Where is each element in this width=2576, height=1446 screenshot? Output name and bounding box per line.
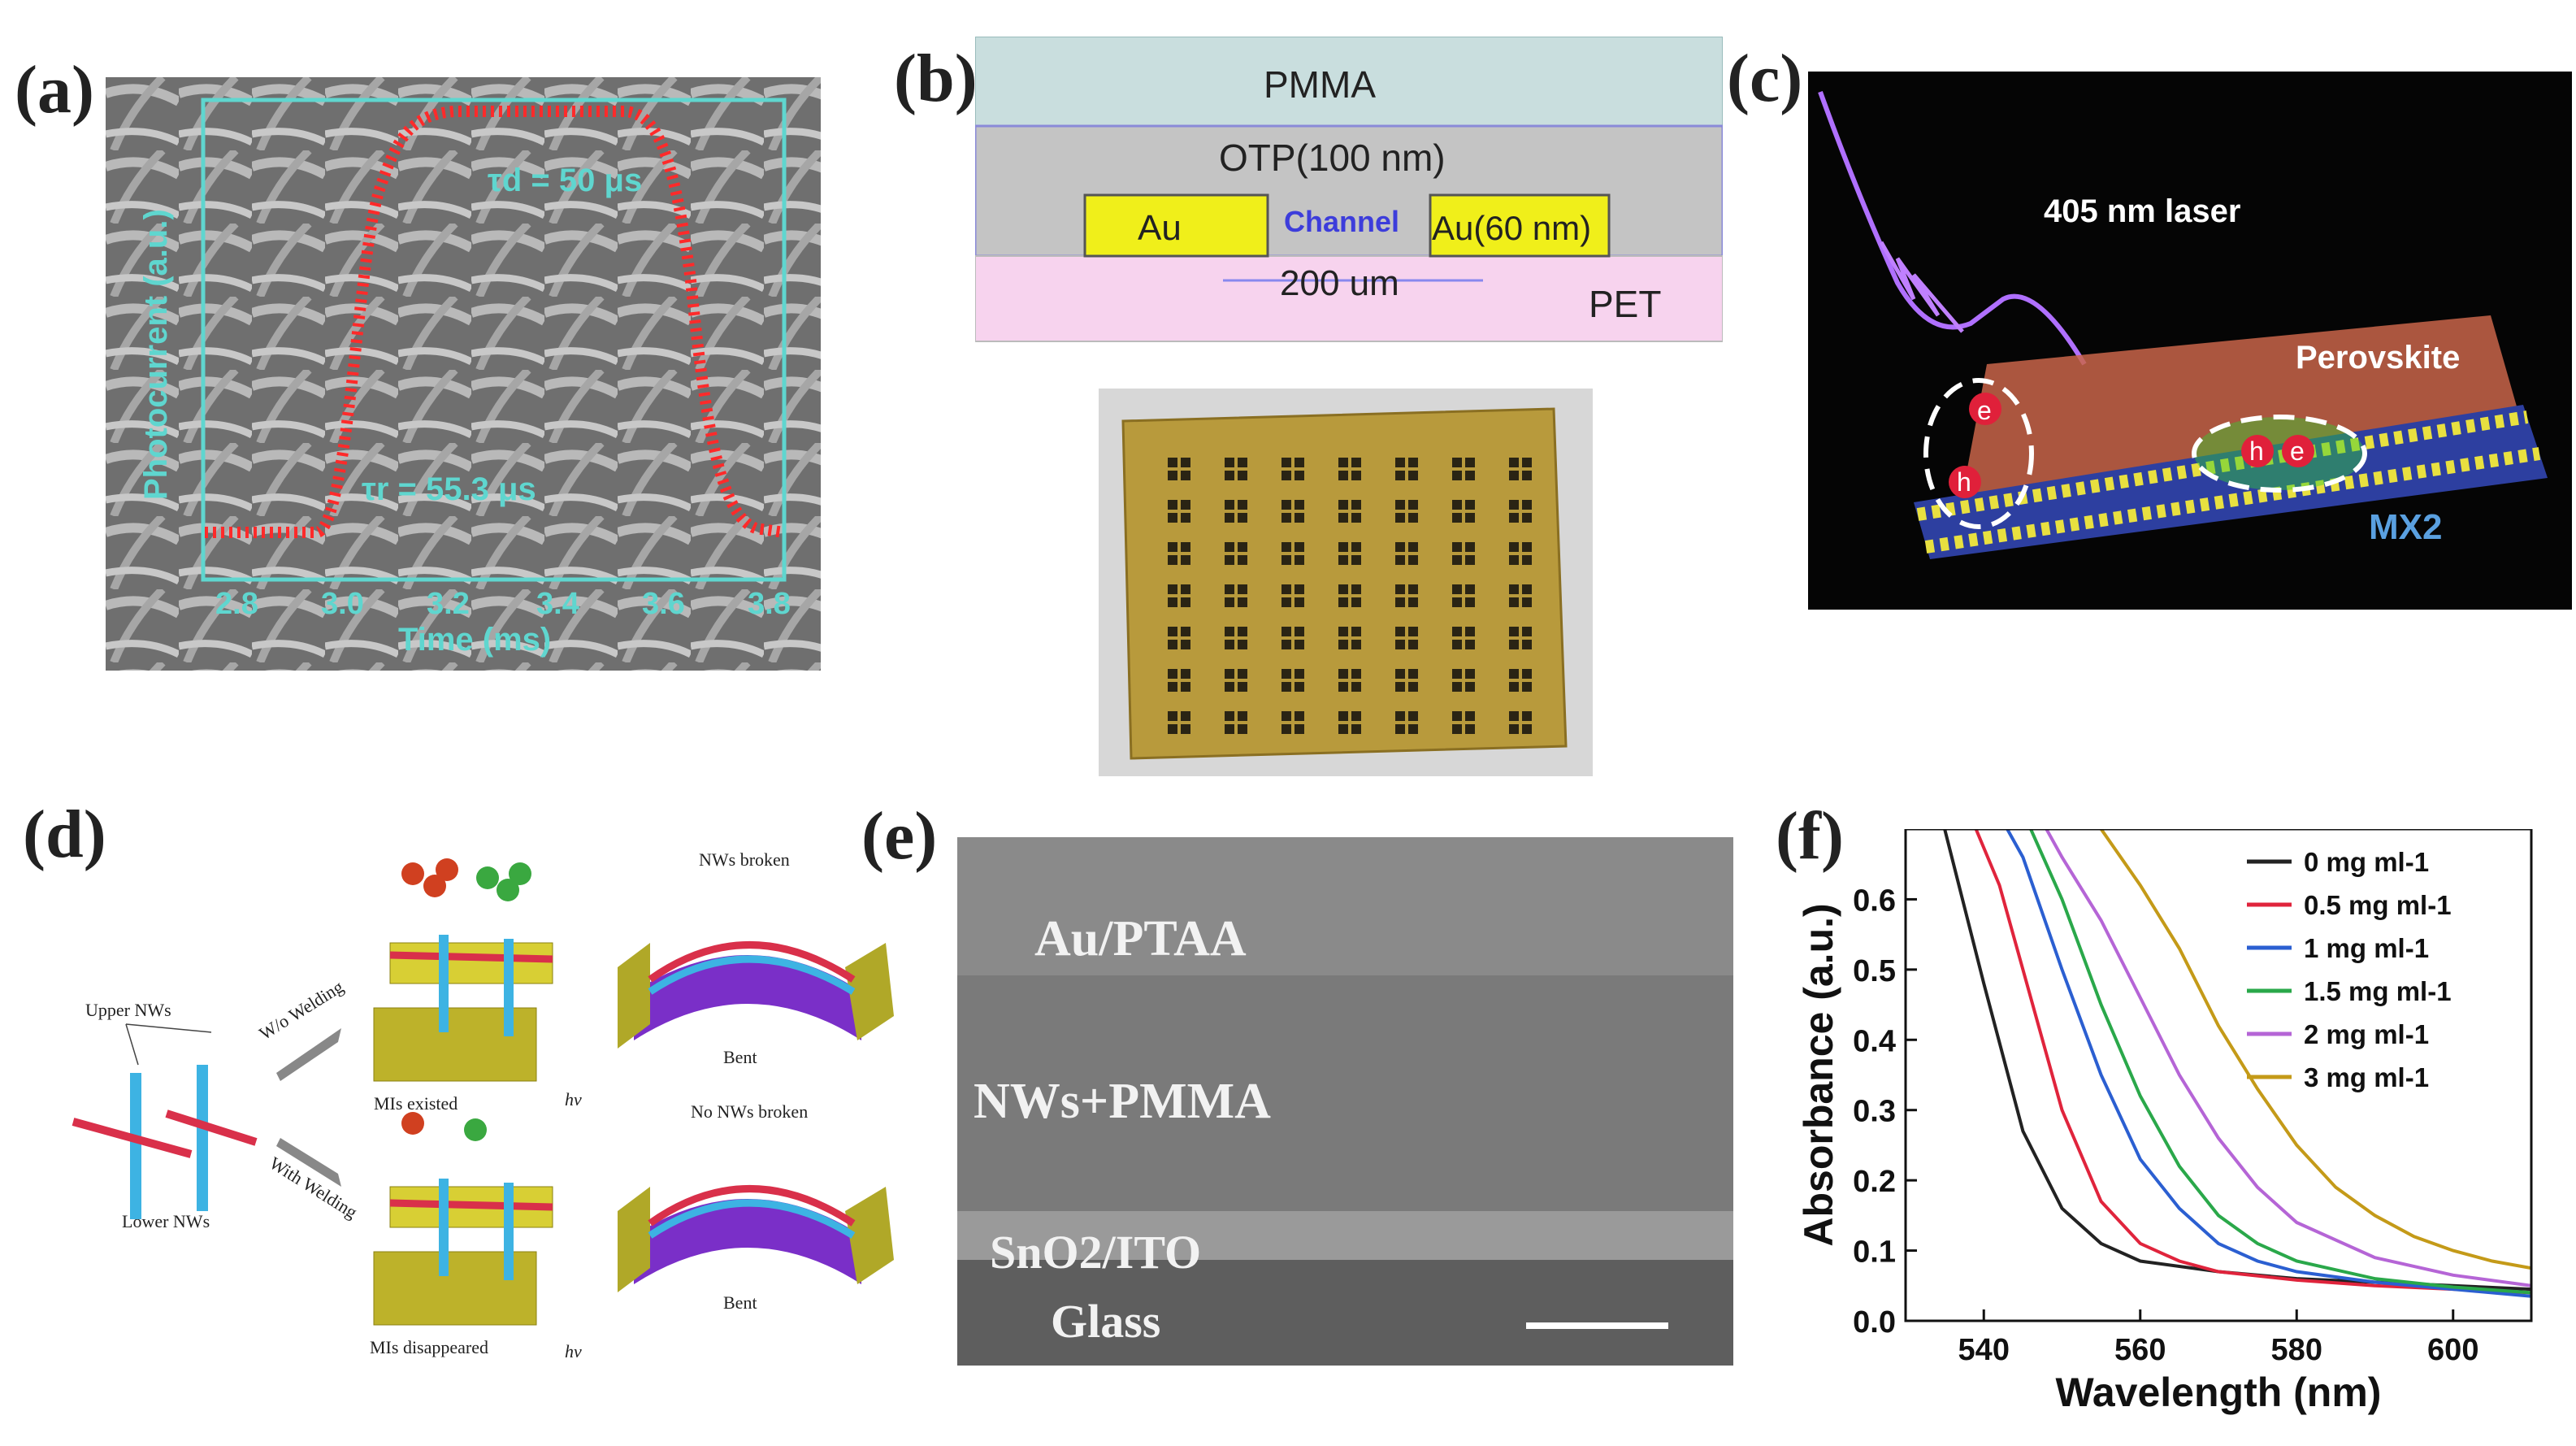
upper-nw-2 bbox=[165, 1109, 258, 1146]
panel-d-label: (d) bbox=[23, 797, 106, 872]
panel-c-label: (c) bbox=[1727, 41, 1803, 116]
x-tick: 3.6 bbox=[642, 587, 685, 621]
x-tick-label: 600 bbox=[2427, 1333, 2478, 1367]
series-line bbox=[1974, 829, 2531, 1295]
legend-entry: 2 mg ml-1 bbox=[2304, 1019, 2429, 1049]
x-tick-label: 580 bbox=[2271, 1333, 2322, 1367]
x-tick: 3.0 bbox=[321, 587, 364, 621]
x-tick: 3.4 bbox=[536, 587, 579, 621]
mx2-label: MX2 bbox=[2369, 507, 2442, 547]
lower-nw-2 bbox=[197, 1065, 208, 1211]
gap-label: 200 um bbox=[1280, 263, 1399, 303]
bent-label-bottom: Bent bbox=[723, 1292, 757, 1313]
glass-label: Glass bbox=[1051, 1295, 1160, 1348]
panel-f-absorbance-chart: 0.0 0.1 0.2 0.3 0.4 0.5 0.6 540 560 580 600Wavelen… bbox=[1796, 829, 2533, 1415]
hole-label: h bbox=[2249, 436, 2264, 466]
sno2-ito-label: SnO2/ITO bbox=[990, 1226, 1201, 1279]
x-tick: 3.2 bbox=[427, 587, 470, 621]
bent-substrate-1 bbox=[634, 955, 861, 1040]
wo-welding-label: W/o Welding bbox=[255, 976, 346, 1044]
x-axis-label: Wavelength (nm) bbox=[2056, 1370, 2382, 1415]
legend-entry: 0 mg ml-1 bbox=[2304, 847, 2429, 877]
series-line bbox=[2029, 829, 2531, 1295]
x-tick: 3.8 bbox=[748, 587, 791, 621]
au-right-label: Au(60 nm) bbox=[1432, 209, 1591, 247]
laser-label: 405 nm laser bbox=[2044, 193, 2240, 229]
au-right-electrode bbox=[1429, 193, 1611, 258]
bent-substrate-2 bbox=[634, 1199, 861, 1284]
panel-b-device-diagram: PMMA OTP(100 nm) Au Au(60 nm) Channel 20… bbox=[975, 37, 1723, 342]
intralayer-exciton-right bbox=[2192, 415, 2367, 493]
x-tick-label: 540 bbox=[1958, 1333, 2010, 1367]
device-array-photo bbox=[1099, 389, 1593, 776]
otp-label: OTP(100 nm) bbox=[1219, 137, 1446, 179]
panel-a-label: (a) bbox=[15, 52, 94, 128]
lower-nw-1 bbox=[130, 1073, 141, 1219]
pmma-label: PMMA bbox=[1264, 63, 1376, 106]
panel-d-welding-schematic: Upper NWs Lower NWs W/o Welding With Wel… bbox=[72, 849, 894, 1361]
x-axis-label: Time (ms) bbox=[398, 622, 551, 658]
y-tick-label: 0.5 bbox=[1853, 954, 1896, 988]
y-tick-label: 0.3 bbox=[1853, 1095, 1896, 1129]
electron-label: e bbox=[1977, 396, 1992, 425]
panel-b-label: (b) bbox=[894, 41, 978, 116]
arrow-with-welding bbox=[276, 1138, 341, 1187]
no-nws-broken-label: No NWs broken bbox=[691, 1101, 808, 1122]
bent-label-top: Bent bbox=[723, 1047, 757, 1067]
perovskite-label: Perovskite bbox=[2296, 340, 2460, 376]
pet-layer bbox=[975, 255, 1723, 342]
legend-entry: 1 mg ml-1 bbox=[2304, 933, 2429, 963]
y-tick-label: 0.2 bbox=[1853, 1165, 1896, 1199]
panel-c-heterostructure: 405 nm laser Perovskite e h h e MX2 bbox=[1808, 72, 2572, 610]
au-ptaa-label: Au/PTAA bbox=[1034, 911, 1247, 966]
plot-frame bbox=[1904, 829, 2533, 1322]
series-line bbox=[2099, 829, 2531, 1270]
mis-disappeared-label: MIs disappeared bbox=[370, 1337, 488, 1357]
y-tick-label: 0.0 bbox=[1853, 1305, 1896, 1340]
perovskite-layer bbox=[1962, 315, 2523, 494]
panel-a-sem-plot: τd = 50 μs τr = 55.3 μs Photocurrent (a.… bbox=[106, 77, 821, 671]
arrow-wo-welding bbox=[276, 1028, 341, 1081]
panel-f-label: (f) bbox=[1776, 798, 1844, 874]
laser-beam bbox=[1818, 90, 2087, 366]
plot-frame bbox=[201, 98, 787, 582]
series-line bbox=[2006, 829, 2531, 1298]
y-tick-label: 0.1 bbox=[1853, 1235, 1896, 1270]
pet-label: PET bbox=[1589, 283, 1661, 325]
y-tick-label: 0.4 bbox=[1853, 1024, 1896, 1058]
panel-e-label: (e) bbox=[861, 798, 938, 874]
series-line bbox=[2045, 829, 2531, 1288]
y-tick-label: 0.6 bbox=[1853, 884, 1896, 918]
hv-label-bottom: hv bbox=[565, 1341, 582, 1361]
nws-pmma-label: NWs+PMMA bbox=[974, 1074, 1271, 1129]
electron-label: e bbox=[2290, 436, 2305, 466]
legend-entry: 0.5 mg ml-1 bbox=[2304, 890, 2452, 920]
y-axis-label: Photocurrent (a.u.) bbox=[138, 209, 174, 500]
upper-nw-1 bbox=[72, 1118, 193, 1158]
nws-broken-label: NWs broken bbox=[699, 849, 790, 870]
interlayer-exciton-left bbox=[1923, 378, 2034, 529]
top-electrode-1 bbox=[389, 942, 553, 984]
tau-r-label: τr = 55.3 μs bbox=[362, 471, 536, 507]
hv-label-top: hv bbox=[565, 1089, 582, 1109]
sem-background bbox=[106, 77, 821, 671]
x-tick: 2.8 bbox=[215, 587, 258, 621]
upper-nws-label: Upper NWs bbox=[85, 1000, 171, 1020]
panel-e-cross-section-sem: Au/PTAA NWs+PMMA SnO2/ITO Glass bbox=[957, 837, 1733, 1366]
scale-bar bbox=[1526, 1322, 1668, 1329]
tau-d-label: τd = 50 μs bbox=[488, 163, 642, 198]
mis-existed-label: MIs existed bbox=[374, 1093, 458, 1114]
photocurrent-trace bbox=[205, 106, 785, 538]
legend-entry: 1.5 mg ml-1 bbox=[2304, 976, 2452, 1006]
au-left-label: Au bbox=[1138, 208, 1182, 248]
au-left-electrode bbox=[1083, 193, 1269, 258]
x-tick-label: 560 bbox=[2114, 1333, 2166, 1367]
hole-label: h bbox=[1957, 467, 1971, 497]
legend-entry: 3 mg ml-1 bbox=[2304, 1062, 2429, 1092]
y-axis-label: Absorbance (a.u.) bbox=[1796, 903, 1841, 1246]
pmma-layer bbox=[975, 37, 1723, 127]
channel-label: Channel bbox=[1284, 205, 1399, 238]
